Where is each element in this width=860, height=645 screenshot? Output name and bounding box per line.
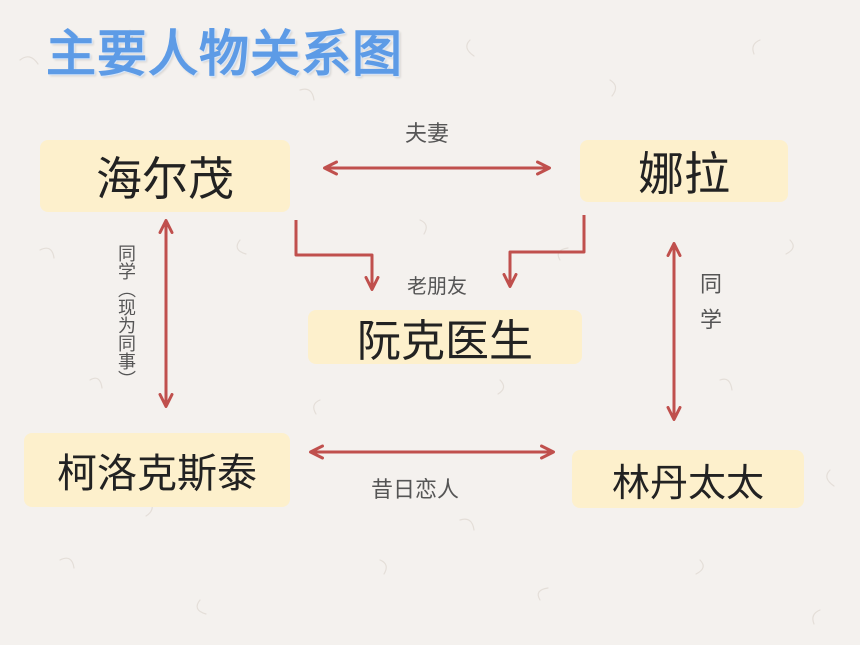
haierm-to-rank-arrow	[294, 220, 380, 291]
relation-spouse-label: 夫妻	[405, 122, 450, 147]
node-krogstad: 柯洛克斯泰	[24, 433, 290, 507]
nora-to-rank-arrow	[502, 215, 586, 288]
node-haierm-label: 海尔茂	[96, 152, 234, 206]
relation-former-lovers-label: 昔日恋人	[371, 478, 460, 503]
relation-classmates-colleagues-label: 同学（现为同事）	[115, 244, 136, 388]
node-linde-label: 林丹太太	[611, 460, 764, 505]
relation-old-friend-label: 老朋友	[407, 274, 467, 298]
node-rank: 阮克医生	[308, 310, 582, 367]
relation-classmates-label: 同学	[696, 272, 721, 344]
node-nora: 娜拉	[580, 140, 788, 202]
node-linde: 林丹太太	[572, 450, 804, 508]
node-haierm: 海尔茂	[40, 140, 290, 212]
node-krogstad-label: 柯洛克斯泰	[57, 451, 257, 497]
node-rank-label: 阮克医生	[357, 316, 533, 367]
page-title: 主要人物关系图	[46, 25, 403, 83]
node-nora-label: 娜拉	[638, 147, 730, 201]
